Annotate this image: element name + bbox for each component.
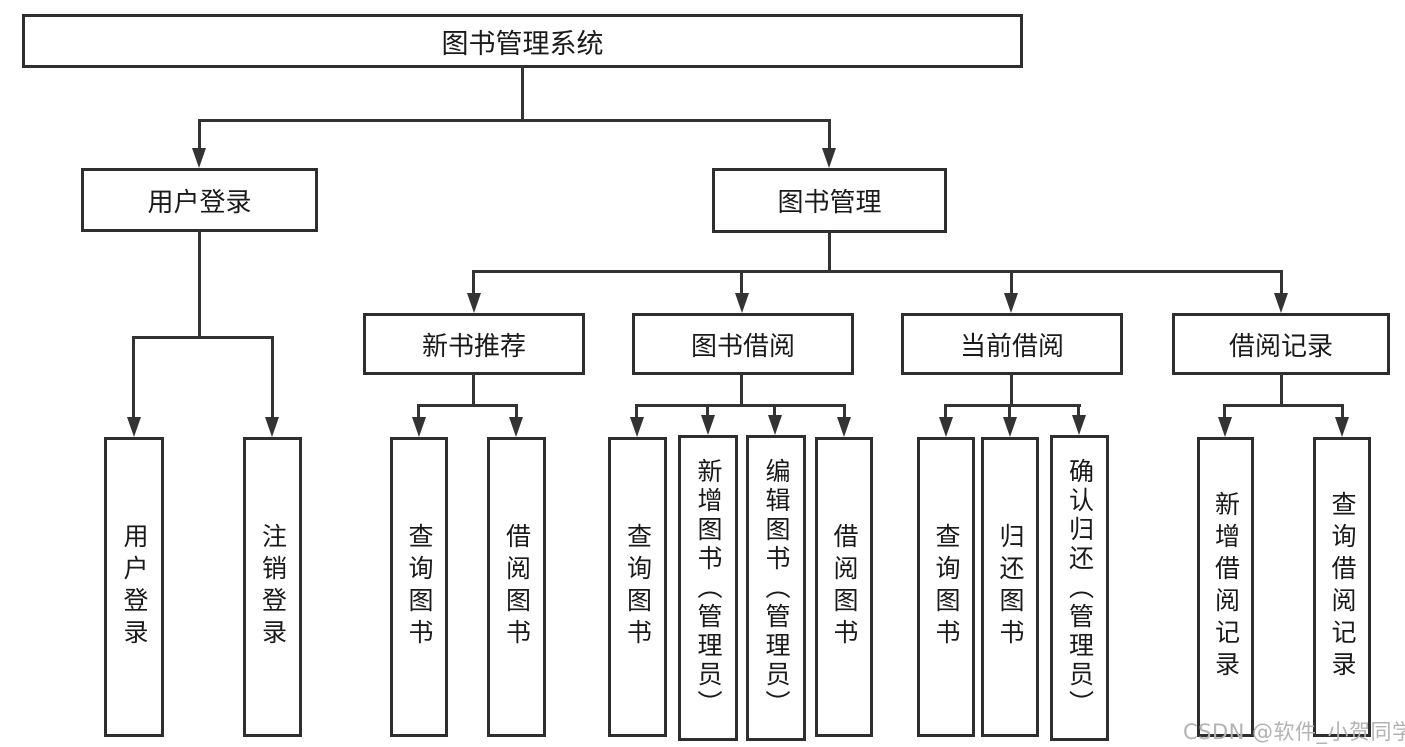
connector-drop-book-mgmt — [828, 119, 831, 150]
node-current-borrowing-label: 当前借阅 — [959, 331, 1064, 362]
connector-drop-leaf — [1077, 404, 1080, 417]
connector-hline — [417, 404, 518, 407]
leaf-user-login-label: 用户登录 — [120, 523, 149, 651]
connector-drop-leaf — [706, 404, 709, 417]
leaf-borrow-book: 借阅图书 — [815, 437, 873, 737]
connector-stem — [1010, 373, 1013, 407]
leaf-add-book-admin-label: 新增图书（管理员） — [694, 457, 723, 719]
leaf-query-book-borrowing-label: 查询图书 — [623, 523, 653, 651]
leaf-add-borrow-record-label: 新增借阅记录 — [1211, 491, 1241, 683]
connector-drop-leaf — [843, 404, 846, 419]
leaf-add-borrow-record: 新增借阅记录 — [1197, 437, 1254, 737]
connector-stem — [1280, 373, 1283, 407]
connector-drop-leaf — [944, 404, 947, 419]
leaf-return-book: 归还图书 — [981, 437, 1039, 737]
connector-hline — [1223, 404, 1344, 407]
leaf-user-login: 用户登录 — [104, 437, 164, 737]
connector-drop-leaf — [417, 404, 420, 419]
connector-user-login-stem — [198, 230, 201, 339]
node-book-borrowing-label: 图书借阅 — [690, 331, 795, 362]
connector-drop-book-borrow — [740, 270, 743, 295]
arrow-down-icon — [509, 417, 523, 437]
leaf-query-book-recommend-label: 查询图书 — [405, 523, 434, 651]
arrow-down-icon — [822, 148, 836, 168]
connector-drop-current-borrow — [1010, 270, 1013, 295]
arrow-down-icon — [1274, 293, 1288, 313]
node-user-login-label: 用户登录 — [147, 187, 252, 218]
node-user-login: 用户登录 — [81, 168, 318, 232]
connector-hline — [635, 404, 846, 407]
connector-drop-leaf — [271, 336, 274, 419]
leaf-query-book-borrowing: 查询图书 — [608, 437, 667, 737]
node-new-book-recommend: 新书推荐 — [363, 313, 585, 375]
leaf-add-book-admin: 新增图书（管理员） — [678, 435, 738, 741]
node-new-book-recommend-label: 新书推荐 — [421, 331, 526, 362]
arrow-down-icon — [768, 415, 782, 435]
connector-drop-leaf — [773, 404, 776, 417]
connector-root-stem — [521, 66, 524, 122]
arrow-down-icon — [939, 417, 953, 437]
connector-drop-borrow-record — [1280, 270, 1283, 295]
leaf-query-book-current-label: 查询图书 — [932, 523, 961, 651]
arrow-down-icon — [1072, 415, 1086, 435]
arrow-down-icon — [1004, 293, 1018, 313]
connector-user-login-hline — [132, 336, 274, 339]
arrow-down-icon — [1335, 417, 1349, 437]
arrow-down-icon — [1003, 417, 1017, 437]
connector-book-mgmt-stem — [828, 231, 831, 273]
arrow-down-icon — [735, 293, 749, 313]
connector-drop-leaf — [1008, 404, 1011, 419]
connector-level1-hline — [198, 119, 831, 122]
arrow-down-icon — [265, 417, 279, 437]
leaf-borrow-book-label: 借阅图书 — [830, 523, 859, 651]
leaf-borrow-book-recommend: 借阅图书 — [487, 437, 546, 737]
leaf-logout: 注销登录 — [243, 437, 302, 737]
connector-drop-leaf — [1223, 404, 1226, 419]
connector-drop-user-login — [198, 119, 201, 150]
connector-stem — [472, 373, 475, 407]
arrow-down-icon — [837, 417, 851, 437]
watermark: CSDN @软件_小贺同学 — [1183, 720, 1405, 744]
node-library-system: 图书管理系统 — [22, 14, 1023, 68]
connector-drop-new-book — [472, 270, 475, 295]
arrow-down-icon — [630, 417, 644, 437]
connector-drop-leaf — [132, 336, 135, 419]
node-book-management-label: 图书管理 — [777, 188, 882, 218]
node-borrowing-records-label: 借阅记录 — [1228, 331, 1333, 362]
leaf-return-book-label: 归还图书 — [996, 523, 1025, 651]
node-borrowing-records: 借阅记录 — [1172, 313, 1390, 375]
leaf-logout-label: 注销登录 — [258, 523, 288, 651]
arrow-down-icon — [701, 415, 715, 435]
leaf-borrow-book-recommend-label: 借阅图书 — [502, 523, 532, 651]
node-library-system-label: 图书管理系统 — [441, 28, 604, 60]
arrow-down-icon — [1218, 417, 1232, 437]
connector-drop-leaf — [1341, 404, 1344, 419]
leaf-query-book-current: 查询图书 — [917, 437, 975, 737]
arrow-down-icon — [127, 417, 141, 437]
leaf-query-borrow-record: 查询借阅记录 — [1313, 437, 1371, 737]
node-book-management: 图书管理 — [712, 168, 947, 233]
node-book-borrowing: 图书借阅 — [632, 313, 854, 375]
leaf-confirm-return-admin-label: 确认归还（管理员） — [1065, 457, 1095, 719]
leaf-confirm-return-admin: 确认归还（管理员） — [1050, 435, 1109, 741]
connector-drop-leaf — [515, 404, 518, 419]
arrow-down-icon — [467, 293, 481, 313]
arrow-down-icon — [192, 148, 206, 168]
leaf-edit-book-admin-label: 编辑图书（管理员） — [762, 457, 791, 719]
leaf-edit-book-admin: 编辑图书（管理员） — [746, 435, 806, 741]
leaf-query-book-recommend: 查询图书 — [390, 437, 448, 737]
connector-hline — [944, 404, 1081, 407]
connector-stem — [740, 373, 743, 407]
leaf-query-borrow-record-label: 查询借阅记录 — [1328, 491, 1357, 683]
arrow-down-icon — [412, 417, 426, 437]
node-current-borrowing: 当前借阅 — [901, 313, 1123, 375]
connector-drop-leaf — [635, 404, 638, 419]
connector-level3-hline — [472, 270, 1283, 273]
